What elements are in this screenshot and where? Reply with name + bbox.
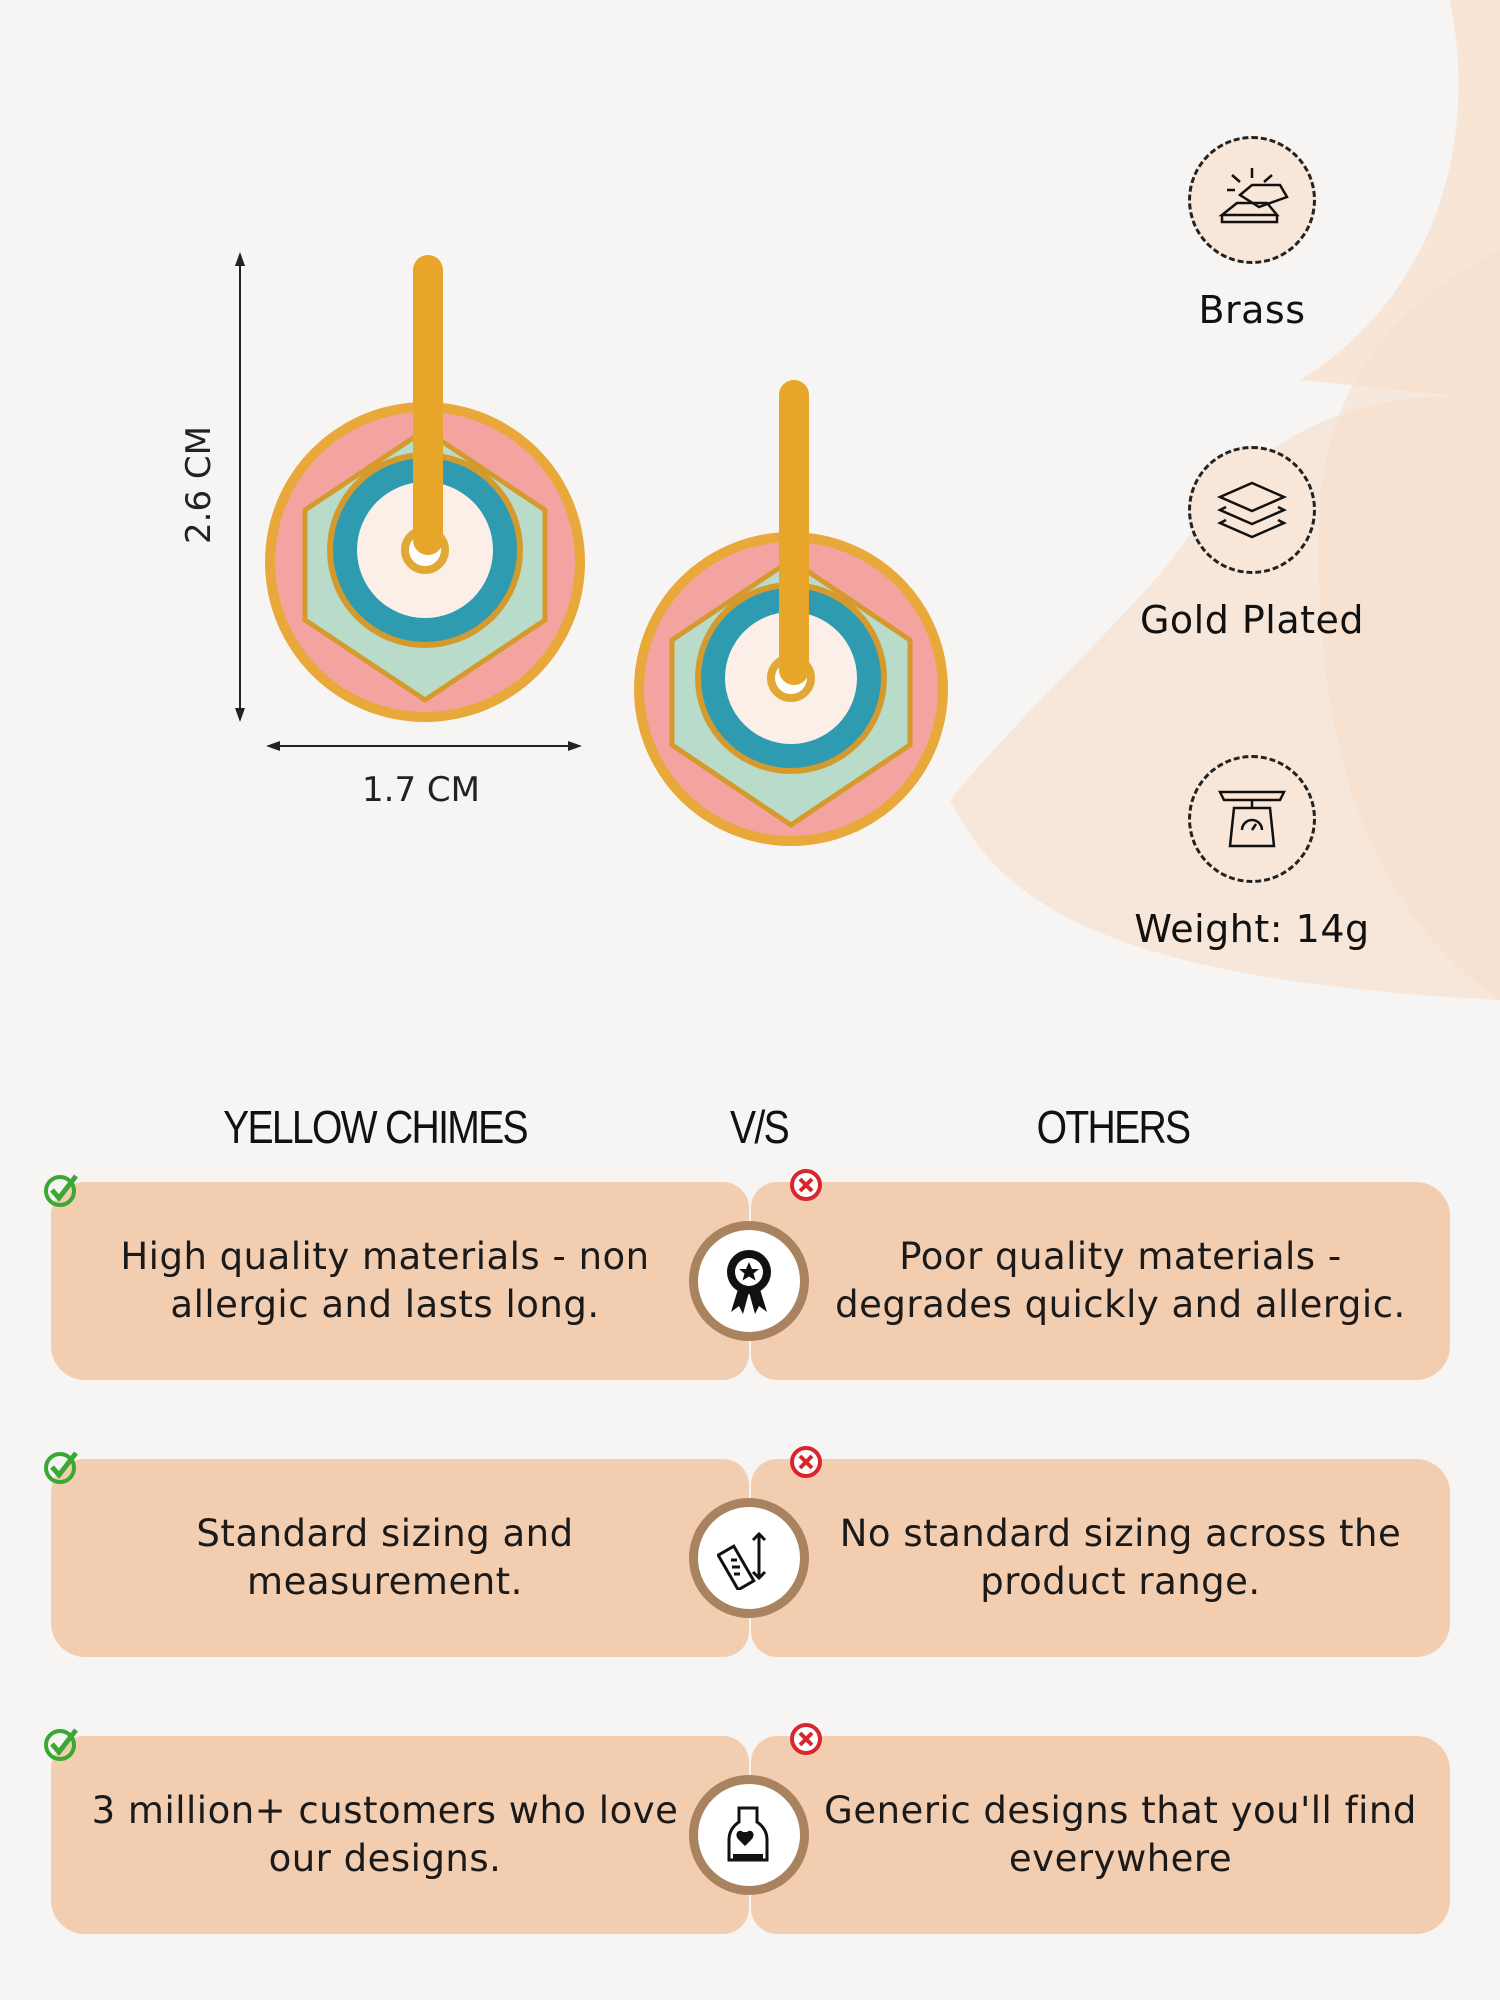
dimension-arrows [235,252,582,751]
feature-label: Brass [1198,288,1306,332]
earrings-image [235,252,948,846]
versus-heading: V/S [730,1101,790,1153]
others-disadvantage-text: No standard sizing across the product ra… [839,1512,1402,1603]
gold-bars-icon [1188,136,1316,264]
layers-icon [1188,446,1316,574]
feature-label: Weight: 14g [1134,907,1370,951]
others-disadvantage-card: Poor quality materials - degrades quickl… [751,1182,1450,1380]
feature-weight: Weight: 14g [1052,755,1452,951]
brand-advantage-card: 3 million+ customers who love our design… [51,1736,749,1934]
brand-advantage-text: High quality materials - non allergic an… [120,1235,650,1326]
cross-icon [790,1723,822,1755]
cross-icon [790,1446,822,1478]
others-disadvantage-card: No standard sizing across the product ra… [751,1459,1450,1657]
height-dimension-label: 2.6 CM [178,426,219,544]
brand-advantage-text: 3 million+ customers who love our design… [91,1789,679,1880]
brand-advantage-card: High quality materials - non allergic an… [51,1182,749,1380]
feature-gold-plated: Gold Plated [1052,446,1452,642]
earring-right [634,380,948,846]
feature-label: Gold Plated [1139,598,1365,642]
check-icon [44,1174,78,1207]
brand-advantage-text: Standard sizing and measurement. [196,1512,574,1603]
feature-brass: Brass [1052,136,1452,332]
brand-advantage-card: Standard sizing and measurement. [51,1459,749,1657]
customer-love-icon [689,1775,809,1895]
scale-icon [1188,755,1316,883]
ruler-icon [689,1498,809,1618]
cross-icon [790,1169,822,1201]
others-disadvantage-card: Generic designs that you'll find everywh… [751,1736,1450,1934]
check-icon [44,1728,78,1761]
others-disadvantage-text: Poor quality materials - degrades quickl… [835,1235,1406,1326]
others-disadvantage-text: Generic designs that you'll find everywh… [824,1789,1417,1880]
award-badge-icon [689,1221,809,1341]
brand-heading: YELLOW CHIMES [223,1101,529,1153]
check-icon [44,1451,78,1484]
width-dimension-label: 1.7 CM [362,770,480,810]
others-heading: OTHERS [1036,1101,1191,1153]
earring-left [265,255,585,722]
